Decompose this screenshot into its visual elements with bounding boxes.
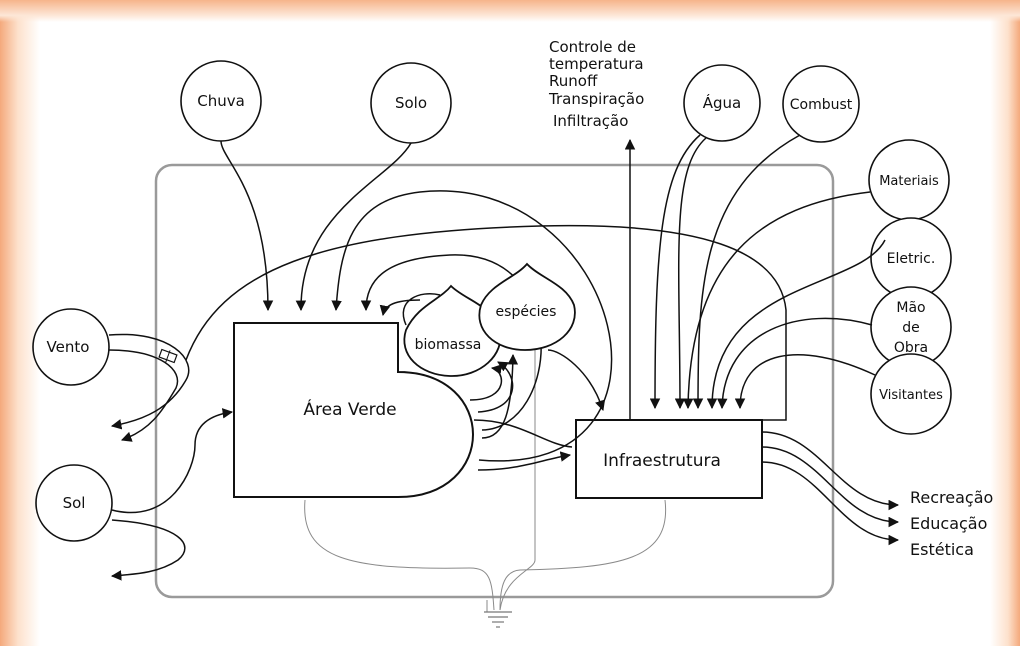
label-solo: Solo: [395, 94, 427, 112]
flow-vento-in: [108, 333, 190, 430]
label-chuva: Chuva: [197, 92, 245, 110]
output-recreacao: Recreação: [910, 488, 993, 507]
label-area-verde: Área Verde: [303, 398, 396, 420]
source-sol: [35, 464, 113, 542]
flow-chuva: [220, 140, 274, 312]
label-materiais: Materiais: [879, 174, 939, 189]
flow-out-estetica: [761, 461, 900, 546]
label-vento: Vento: [47, 338, 90, 356]
especies-storage: [478, 262, 576, 351]
flow-area-to-biomassa-1: [469, 364, 503, 401]
output-estetica: Estética: [910, 540, 974, 559]
service-line-4: Transpiração: [548, 90, 644, 108]
flow-loop-3: [402, 293, 441, 326]
label-biomassa: biomassa: [415, 337, 482, 353]
heat-sink-lines: [304, 345, 667, 612]
flow-mao: [717, 317, 873, 410]
label-obra: Obra: [894, 340, 928, 356]
flow-area-to-especies: [481, 353, 519, 439]
source-visitantes: [870, 353, 952, 435]
source-agua: [683, 64, 761, 142]
heat-sink-symbol: [484, 611, 512, 628]
flow-area-to-infra: [477, 451, 572, 471]
flow-area-to-infra-2: [473, 419, 573, 448]
flow-sol-out: [110, 519, 186, 581]
label-de: de: [902, 320, 920, 336]
service-line-1: Controle de: [549, 38, 636, 56]
system-boundary: [154, 163, 835, 599]
output-educacao: Educação: [910, 514, 987, 533]
label-visitantes: Visitantes: [879, 388, 943, 403]
service-line-5: Infiltração: [553, 112, 628, 130]
flow-biomassa-to-area: [379, 299, 421, 317]
flow-visitantes: [734, 354, 876, 410]
flow-materiais: [682, 191, 871, 410]
area-verde-storage: [233, 322, 474, 498]
label-mao: Mão: [896, 300, 925, 316]
flow-out-recreacao: [761, 431, 900, 511]
service-line-2: temperatura: [549, 55, 644, 73]
flow-big-arc-infra: [185, 224, 787, 421]
label-combust: Combust: [790, 97, 853, 113]
flow-combust: [692, 134, 801, 410]
flow-eletric: [706, 239, 886, 410]
flow-especies-to-infra: [547, 349, 606, 411]
flow-solo: [295, 142, 412, 312]
flow-loop-2: [360, 254, 542, 431]
label-eletric: Eletric.: [887, 251, 936, 267]
flow-sol-in: [111, 408, 234, 514]
label-sol: Sol: [63, 494, 86, 512]
top-band: [0, 0, 1020, 22]
label-agua: Água: [703, 93, 741, 112]
label-infraestrutura: Infraestrutura: [603, 451, 721, 471]
source-combust: [782, 65, 860, 143]
flow-agua: [649, 134, 701, 410]
service-line-3: Runoff: [549, 72, 598, 90]
flow-agua-2: [674, 137, 707, 410]
label-especies: espécies: [496, 304, 557, 320]
flow-out-educacao: [761, 446, 900, 528]
flow-loop-1: [331, 190, 613, 462]
source-vento: [32, 308, 110, 386]
infraestrutura-box: [575, 419, 763, 499]
flow-vento-in-2: [108, 349, 179, 442]
flow-area-to-biomassa-2: [477, 361, 514, 413]
